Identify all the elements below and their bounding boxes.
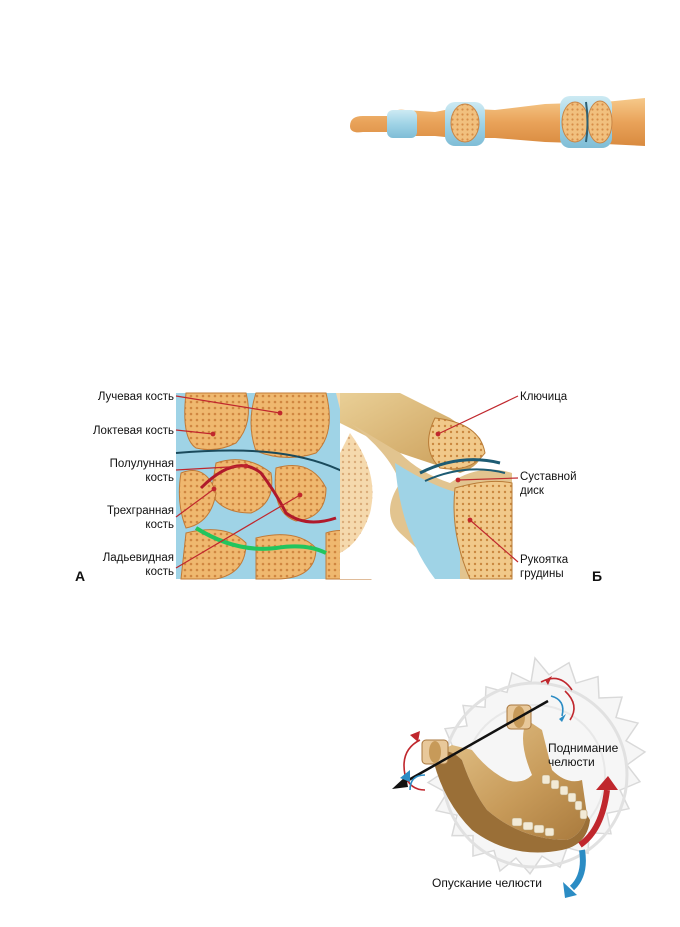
label-clavicle: Ключица bbox=[520, 391, 568, 403]
panel-letter-b: Б bbox=[592, 568, 603, 584]
panel-letter-a: А bbox=[75, 568, 86, 584]
label-radius: Лучевая кость bbox=[97, 391, 174, 403]
finger-joints-illustration bbox=[350, 96, 645, 148]
rotation-axis bbox=[397, 699, 549, 788]
depression-arrow bbox=[569, 849, 586, 891]
label-manubrium: Рукоятка грудины bbox=[520, 554, 569, 580]
label-depression: Опускание челюсти bbox=[432, 876, 542, 890]
label-triquetral: Трехгранная кость bbox=[107, 505, 174, 531]
label-ulna: Локтевая кость bbox=[93, 425, 174, 437]
label-lunate: Полулунная кость bbox=[109, 458, 174, 484]
label-disc: Суставной диск bbox=[520, 471, 577, 497]
elevation-arrow bbox=[578, 789, 610, 848]
sternoclavicular-joint-illustration bbox=[340, 393, 513, 580]
label-elevation: Поднимание челюсти bbox=[548, 741, 619, 769]
label-scaphoid: Ладьевидная кость bbox=[102, 552, 174, 578]
mandible-illustration bbox=[421, 704, 590, 853]
